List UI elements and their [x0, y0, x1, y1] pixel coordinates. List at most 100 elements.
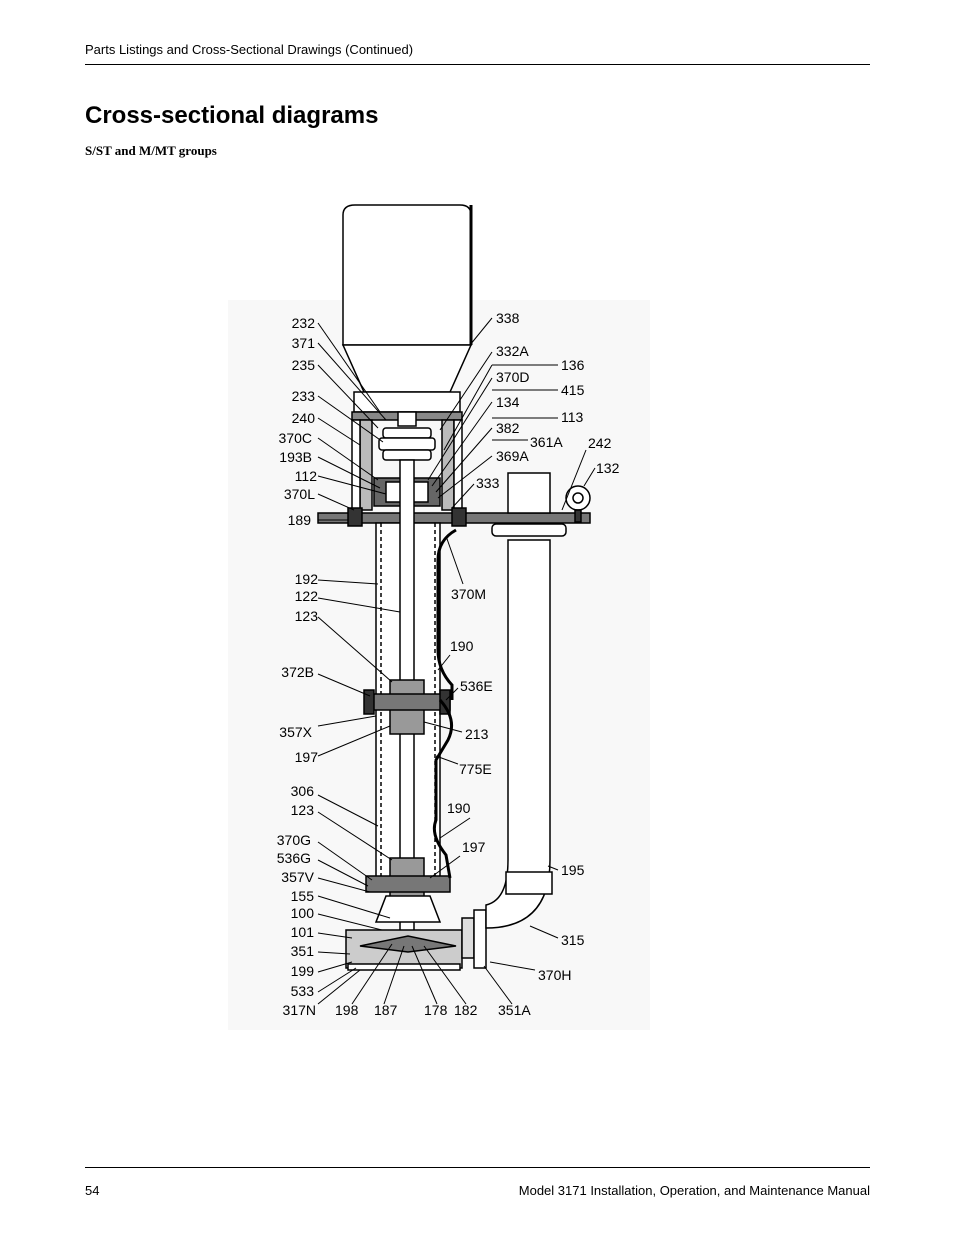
leader-123a: [317, 616, 393, 683]
leader-775E: [435, 755, 459, 765]
leader-338: [469, 317, 493, 346]
label-332A: 332A: [496, 343, 529, 359]
leader-333: [451, 483, 475, 509]
label-213: 213: [465, 726, 489, 742]
leader-197a: [317, 725, 391, 757]
label-123a: 123: [295, 608, 319, 624]
label-382: 382: [496, 420, 520, 436]
leader-370C: [317, 437, 379, 481]
part-labels: 232 371 235 233 240 370C 193B 112 370L 1…: [277, 310, 620, 1018]
label-197b: 197: [462, 839, 486, 855]
lifting-eye-stem: [574, 509, 582, 523]
footer-rule: [85, 1167, 870, 1168]
label-195: 195: [561, 862, 585, 878]
discharge-nut: [491, 523, 567, 537]
label-415: 415: [561, 382, 585, 398]
label-178: 178: [424, 1002, 448, 1018]
label-370D: 370D: [496, 369, 529, 385]
leader-332A: [439, 351, 493, 431]
label-189: 189: [288, 512, 312, 528]
label-192: 192: [295, 571, 319, 587]
suction-cover: [347, 963, 461, 971]
coupling-top: [382, 427, 432, 439]
coupling-mid: [378, 437, 436, 451]
label-193B: 193B: [279, 449, 312, 465]
leader-317N: [317, 969, 361, 1005]
label-233: 233: [292, 388, 316, 404]
leader-242: [561, 449, 587, 511]
label-351: 351: [291, 943, 315, 959]
label-775E: 775E: [459, 761, 492, 777]
support-wall-right: [441, 419, 455, 511]
leader-232: [317, 322, 381, 413]
leader-306: [317, 794, 379, 827]
leader-370M: [445, 535, 464, 585]
column-flange: [365, 693, 451, 711]
label-197a: 197: [295, 749, 319, 765]
discharge-pipe: [485, 539, 551, 929]
label-370G: 370G: [277, 832, 311, 848]
leader-382: [435, 427, 493, 493]
leader-357V: [317, 877, 371, 893]
leader-lines: [317, 317, 596, 1005]
leader-199: [317, 961, 353, 973]
leader-357X: [317, 715, 377, 727]
label-333: 333: [476, 475, 500, 491]
label-371: 371: [292, 335, 316, 351]
leader-190a: [437, 654, 451, 671]
label-317N: 317N: [283, 1002, 316, 1018]
label-199: 199: [291, 963, 315, 979]
discharge-coupling: [505, 871, 553, 895]
label-232: 232: [292, 315, 316, 331]
label-134: 134: [496, 394, 520, 410]
leader-351: [317, 951, 351, 955]
label-361A: 361A: [530, 434, 563, 450]
label-235: 235: [292, 357, 316, 373]
leader-100: [317, 913, 383, 931]
label-112: 112: [295, 468, 318, 484]
label-198: 198: [335, 1002, 359, 1018]
casing-neck: [374, 895, 442, 923]
label-240: 240: [292, 410, 316, 426]
label-370L: 370L: [284, 486, 315, 502]
leader-192: [317, 579, 379, 585]
leader-187: [383, 945, 405, 1005]
leader-370H: [489, 961, 536, 971]
leader-351A: [483, 965, 513, 1005]
label-536E: 536E: [460, 678, 493, 694]
label-100: 100: [291, 905, 315, 921]
leader-122: [317, 597, 401, 613]
manual-title: Model 3171 Installation, Operation, and …: [518, 1183, 870, 1198]
page-number: 54: [85, 1183, 100, 1198]
label-536G: 536G: [277, 850, 311, 866]
casing-outlet: [461, 917, 475, 959]
leader-132: [583, 467, 596, 487]
leader-197b: [429, 855, 461, 879]
label-370H: 370H: [538, 967, 571, 983]
impeller: [359, 935, 457, 953]
leader-182: [423, 945, 467, 1005]
label-123b: 123: [291, 802, 315, 818]
label-182: 182: [454, 1002, 478, 1018]
label-113: 113: [561, 409, 584, 425]
leader-198: [351, 943, 393, 1005]
flange-bolt-left: [363, 689, 375, 715]
running-header: Parts Listings and Cross-Sectional Drawi…: [85, 42, 414, 57]
lower-flange: [365, 875, 451, 893]
lube-tube-lower: [432, 698, 454, 879]
leader-315: [529, 925, 559, 939]
label-306: 306: [291, 783, 315, 799]
label-101: 101: [291, 924, 315, 940]
leader-370L: [317, 493, 355, 511]
leader-533: [317, 967, 357, 993]
label-357X: 357X: [279, 724, 312, 740]
coupling-bottom: [382, 449, 432, 461]
motor-body: [342, 204, 472, 346]
leader-123b: [317, 811, 393, 861]
pump-drawing: [317, 204, 591, 971]
label-533: 533: [291, 983, 315, 999]
page-title: Cross-sectional diagrams: [85, 102, 379, 129]
leader-136: [443, 364, 493, 451]
leader-370D: [427, 377, 493, 481]
support-outer-right: [453, 419, 463, 511]
